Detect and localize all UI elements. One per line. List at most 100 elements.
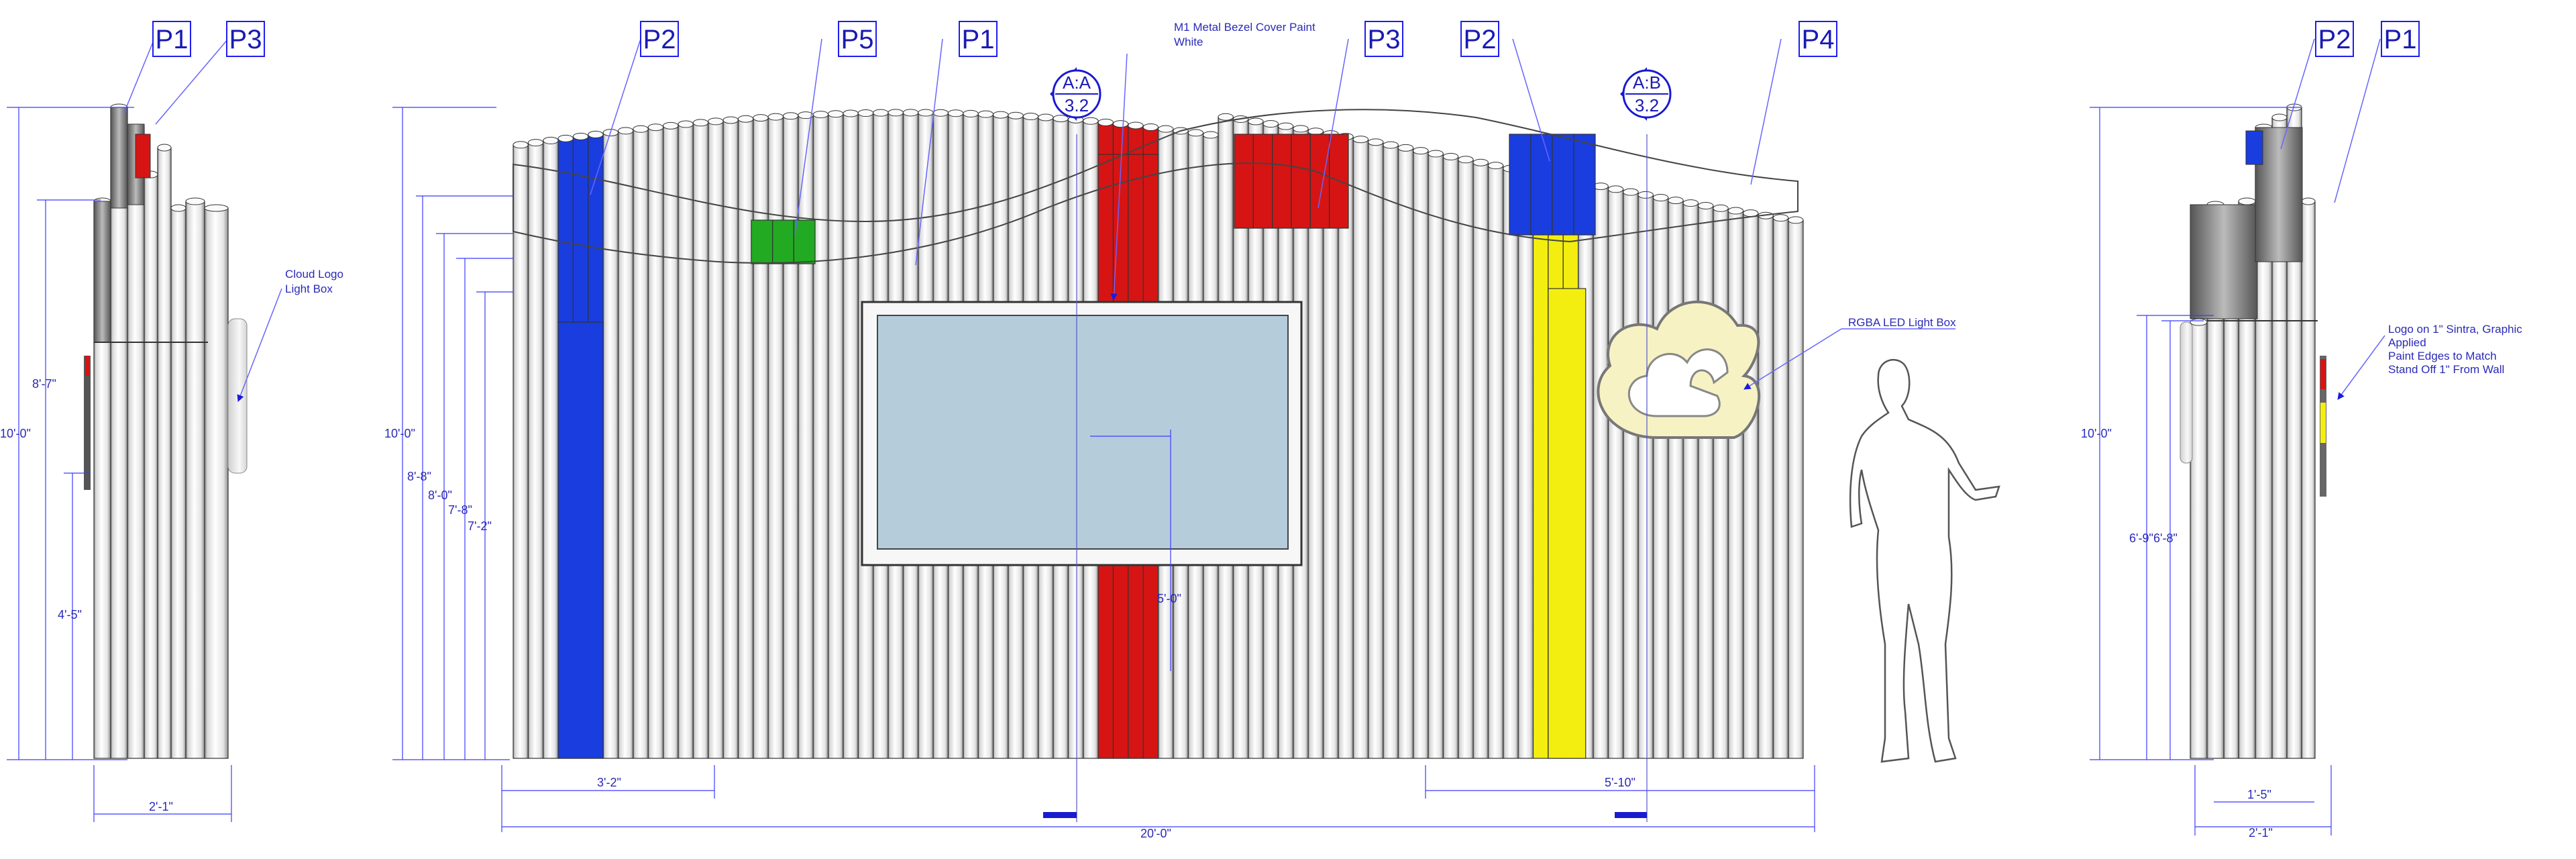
dim-right-width: 2'-1" bbox=[2249, 826, 2273, 840]
svg-text:P2: P2 bbox=[643, 25, 676, 54]
cloud-logo-lightbox bbox=[1597, 301, 1761, 439]
dim-front-right-width: 5'-10" bbox=[1605, 776, 1635, 789]
tag-right-p2: P2 bbox=[2315, 21, 2354, 57]
section-ab-sheet: 3.2 bbox=[1635, 95, 1659, 115]
wall-tube bbox=[1442, 152, 1459, 759]
wall-tube bbox=[543, 136, 559, 759]
tag-left-p1: P1 bbox=[152, 21, 191, 57]
wall-tube bbox=[1652, 194, 1669, 759]
front-wave-band bbox=[513, 109, 1799, 264]
yellow-column bbox=[1548, 288, 1587, 759]
svg-text:P5: P5 bbox=[841, 25, 874, 54]
human-figure-scale bbox=[1849, 358, 2000, 763]
cloud-lightbox-side bbox=[227, 318, 248, 474]
wall-tube bbox=[782, 112, 799, 759]
accent-red-top bbox=[1234, 134, 1349, 229]
note-cloud-line2: Light Box bbox=[285, 283, 333, 295]
wall-tube bbox=[1397, 144, 1414, 759]
wall-tube bbox=[1742, 209, 1759, 759]
tag-front-p5: P5 bbox=[838, 21, 877, 57]
section-ab-label: A:B bbox=[1633, 72, 1661, 93]
lightbox-side bbox=[2180, 321, 2193, 464]
note-logo-line4: Stand Off 1" From Wall bbox=[2388, 363, 2504, 376]
note-logo-line3: Paint Edges to Match bbox=[2388, 350, 2497, 362]
svg-text:P2: P2 bbox=[2318, 25, 2351, 54]
tag-right-p1: P1 bbox=[2381, 21, 2420, 57]
wall-tube bbox=[678, 120, 694, 759]
dim-front-d3: 7'-8" bbox=[448, 503, 472, 517]
note-bezel-line1: M1 Metal Bezel Cover Paint bbox=[1174, 21, 1316, 34]
dim-right-d2: 6'-8" bbox=[2153, 532, 2178, 545]
wall-tube bbox=[708, 117, 724, 759]
dim-front-screen: 5'-0" bbox=[1157, 592, 1181, 605]
wall-tube-yellow bbox=[1532, 170, 1549, 759]
side-tube bbox=[2190, 318, 2208, 759]
wall-tube bbox=[812, 111, 829, 759]
side-logo-red bbox=[85, 356, 89, 376]
side-tube-dark bbox=[2255, 127, 2303, 262]
wall-tube bbox=[798, 111, 814, 759]
section-marker-ab: A:B 3.2 bbox=[1620, 67, 1672, 121]
svg-text:P1: P1 bbox=[156, 25, 189, 54]
tag-front-p3: P3 bbox=[1364, 21, 1403, 57]
dim-right-total: 10'-0" bbox=[2081, 427, 2112, 440]
dim-left-width: 2'-1" bbox=[149, 800, 173, 813]
logo-sintra-yellow bbox=[2320, 403, 2326, 443]
svg-text:P2: P2 bbox=[1464, 25, 1497, 54]
tag-left-p3: P3 bbox=[226, 21, 265, 57]
dim-front-left-width: 3'-2" bbox=[597, 776, 621, 789]
section-aa-label: A:A bbox=[1063, 72, 1091, 93]
wall-tube bbox=[843, 109, 859, 759]
wall-tube bbox=[1682, 199, 1699, 759]
svg-text:P4: P4 bbox=[1802, 25, 1835, 54]
tag-front-p2-right: P2 bbox=[1460, 21, 1499, 57]
dim-left-lower: 4'-5" bbox=[58, 608, 82, 621]
wall-tube bbox=[1772, 214, 1789, 759]
wall-tube bbox=[722, 116, 739, 759]
svg-text:P1: P1 bbox=[962, 25, 995, 54]
side-tube bbox=[2301, 197, 2316, 759]
svg-text:P3: P3 bbox=[229, 25, 262, 54]
wall-tube bbox=[827, 110, 844, 759]
wall-tube bbox=[1727, 207, 1744, 759]
tag-front-p4: P4 bbox=[1799, 21, 1837, 57]
wall-tube bbox=[1413, 147, 1429, 759]
svg-text:P1: P1 bbox=[2384, 25, 2417, 54]
note-logo-line2: Applied bbox=[2388, 336, 2426, 349]
wall-tube bbox=[633, 125, 649, 759]
wall-tube bbox=[753, 114, 769, 759]
dim-front-d1: 8'-8" bbox=[407, 470, 431, 483]
side-tube-dark bbox=[2190, 204, 2258, 319]
wall-tube bbox=[1458, 156, 1474, 759]
wall-tube bbox=[1367, 138, 1384, 759]
note-bezel-line2: White bbox=[1174, 36, 1203, 48]
section-marker-aa: A:A 3.2 bbox=[1050, 67, 1102, 121]
note-logo-line1: Logo on 1" Sintra, Graphic bbox=[2388, 323, 2522, 336]
wall-tube bbox=[1713, 204, 1729, 759]
tag-front-p2-left: P2 bbox=[640, 21, 679, 57]
side-blue-accent bbox=[2245, 130, 2263, 165]
side-tube bbox=[170, 204, 186, 759]
side-tube bbox=[185, 197, 205, 759]
side-tube bbox=[204, 204, 229, 759]
wall-tube bbox=[1593, 183, 1609, 759]
side-tube bbox=[127, 123, 145, 759]
side-tube bbox=[144, 170, 158, 759]
wall-tube bbox=[1668, 197, 1684, 759]
dim-left-total: 10'-0" bbox=[0, 427, 31, 440]
dim-front-d2: 8'-0" bbox=[428, 489, 452, 502]
dim-left-upper: 8'-7" bbox=[32, 377, 56, 391]
side-tube-dark bbox=[93, 201, 111, 343]
accent-blue bbox=[1509, 134, 1596, 236]
dim-front-d4: 7'-2" bbox=[468, 519, 492, 533]
wall-tube bbox=[647, 123, 664, 759]
wall-tube bbox=[1517, 168, 1534, 759]
wall-tube bbox=[663, 121, 679, 759]
wall-tube bbox=[737, 115, 754, 759]
left-side-elevation bbox=[84, 103, 248, 759]
wall-tube bbox=[1352, 136, 1369, 759]
display-screen bbox=[861, 301, 1303, 566]
dim-front-overall: 20'-0" bbox=[1140, 827, 1171, 840]
wall-tube bbox=[692, 119, 709, 759]
